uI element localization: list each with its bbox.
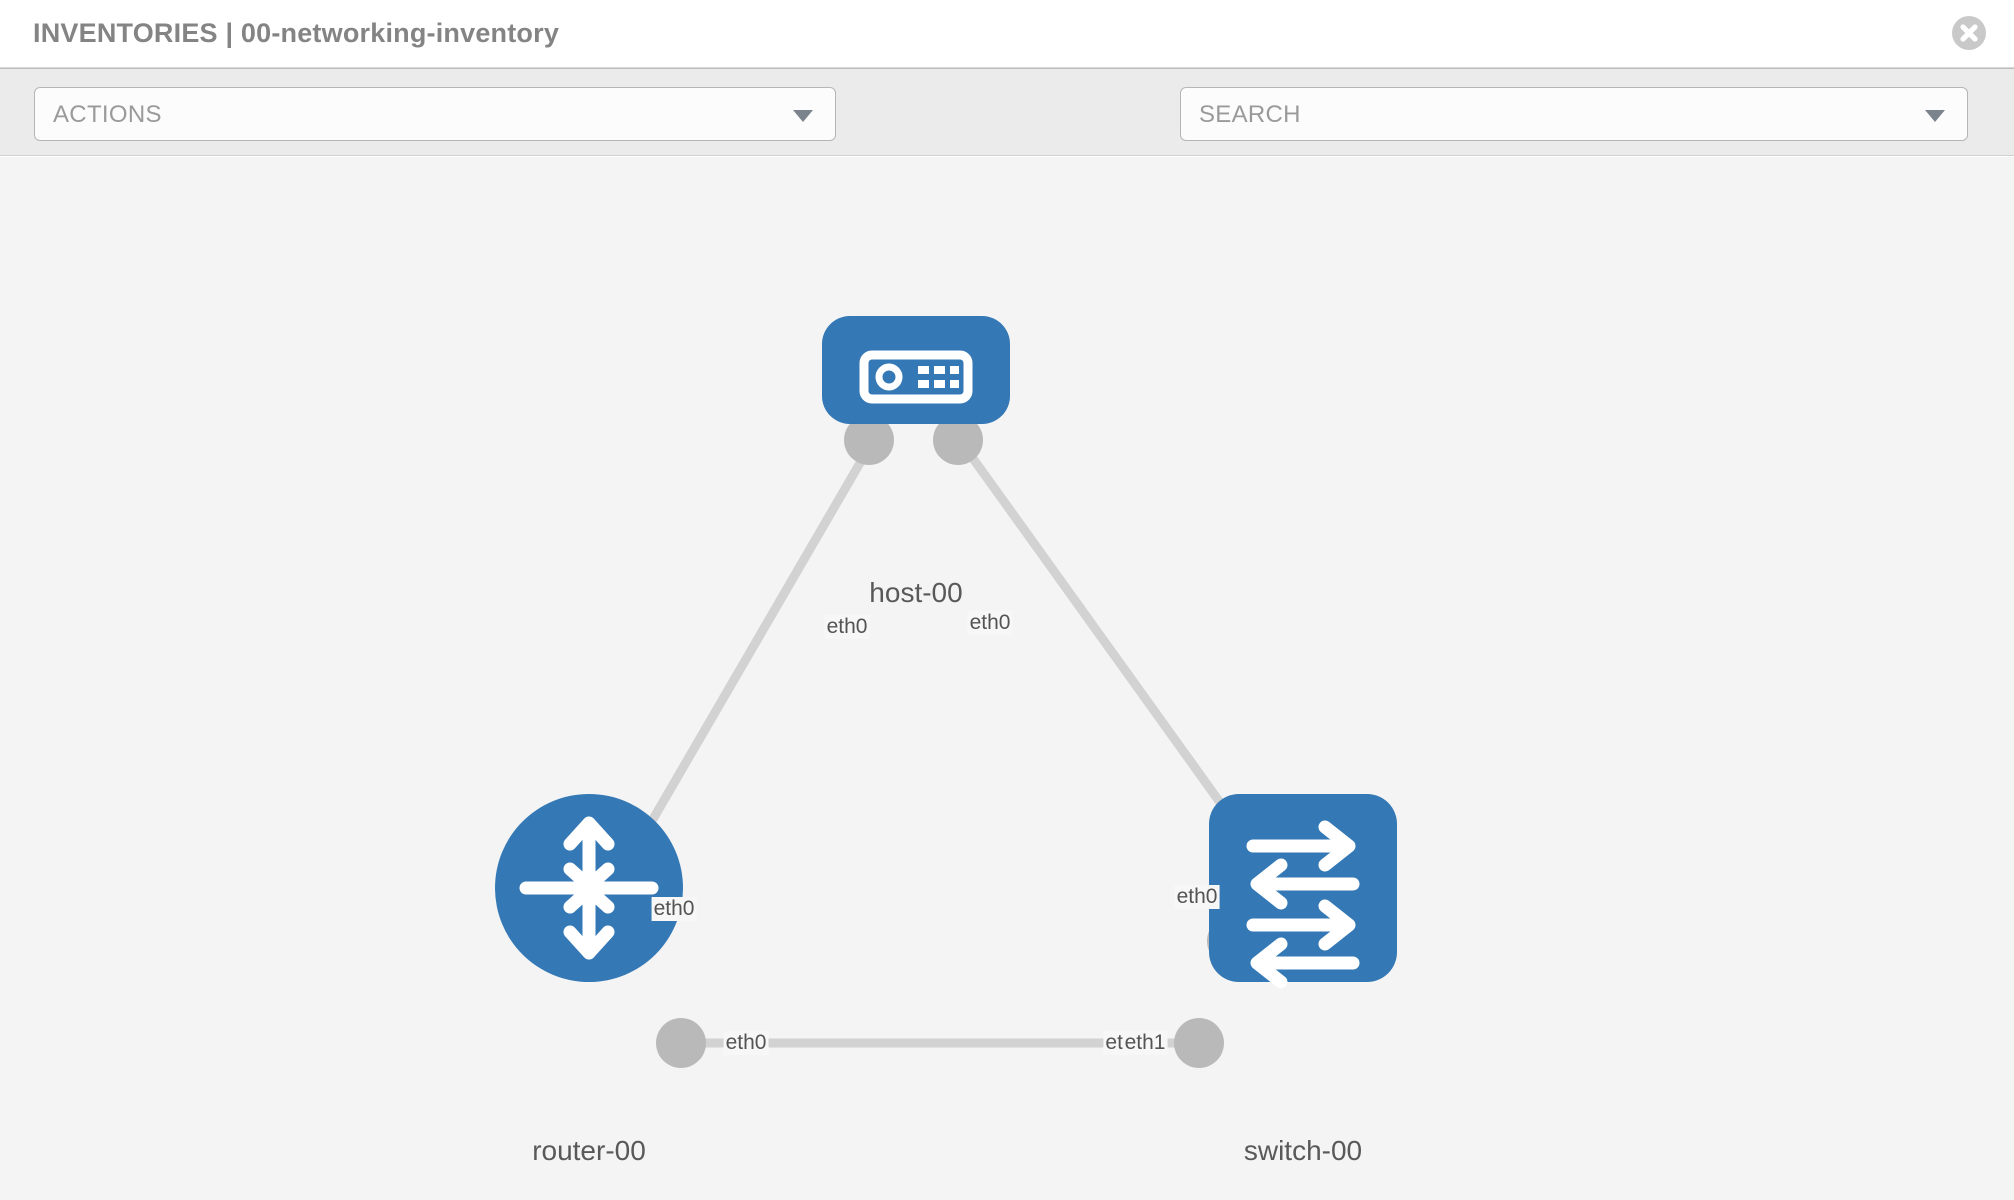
search-input[interactable]: SEARCH <box>1180 87 1968 141</box>
connector-switch-eth1 <box>1174 1018 1224 1068</box>
page-title: INVENTORIES | 00-networking-inventory <box>33 18 560 48</box>
topology-canvas[interactable]: host-00 router-00 switch-00 eth0 eth0 et… <box>0 157 2014 1200</box>
edge-label-router-eth0: eth0 <box>723 1031 769 1055</box>
edge-label-host-eth0-left: eth0 <box>824 615 870 639</box>
actions-dropdown-label: ACTIONS <box>53 101 162 128</box>
edge-host-switch <box>950 429 1256 850</box>
topology-graph <box>495 316 1397 1068</box>
chevron-down-icon[interactable] <box>1925 110 1945 122</box>
edge-label-host-eth0-right: eth0 <box>967 611 1013 635</box>
toolbar: ACTIONS SEARCH <box>0 68 2014 201</box>
node-label-switch-00: switch-00 <box>1240 1135 1366 1167</box>
node-switch-00 <box>1209 794 1397 989</box>
node-router-00 <box>495 794 683 982</box>
node-label-host-00: host-00 <box>866 577 966 609</box>
search-placeholder: SEARCH <box>1199 101 1301 128</box>
close-icon[interactable] <box>1952 16 1986 50</box>
connector-router-eth0 <box>656 1018 706 1068</box>
edge-label-switch-eth1: eth1 <box>1122 1031 1168 1055</box>
chevron-down-icon <box>793 110 813 122</box>
node-label-router-00: router-00 <box>529 1135 649 1167</box>
edge-label-switch-eth0-uplink: eth0 <box>1174 885 1220 909</box>
connector-host-eth0-right <box>933 415 983 465</box>
edge-label-router-eth0-uplink: eth0 <box>651 897 697 921</box>
edge-host-router <box>627 429 882 860</box>
actions-dropdown[interactable]: ACTIONS <box>34 87 836 141</box>
connector-host-eth0-left <box>844 415 894 465</box>
node-host-00 <box>822 316 1010 424</box>
window-header: INVENTORIES | 00-networking-inventory <box>0 0 2014 68</box>
